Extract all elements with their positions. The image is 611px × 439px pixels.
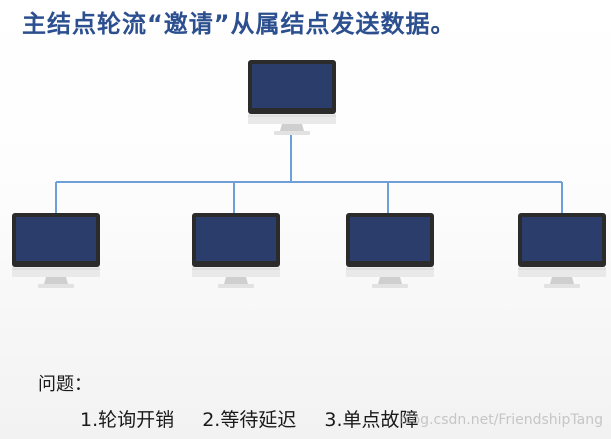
problem-item-waiting-latency: 2.等待延迟 [202,409,297,431]
problem-item-single-point-failure: 3.单点故障 [324,409,419,431]
master-node-monitor-icon [248,60,336,136]
slide-title: 主结点轮流“邀请”从属结点发送数据。 [22,10,456,38]
slave-node-4-monitor-icon [518,213,606,289]
problems-list: 1.轮询开销 2.等待延迟 3.单点故障 [80,405,441,432]
slave-node-1-monitor-icon [12,213,100,289]
problems-label: 问题： [38,374,92,395]
watermark: blog.csdn.net/FriendshipTang [398,412,603,428]
slave-node-3-monitor-icon [346,213,434,289]
slave-node-2-monitor-icon [192,213,280,289]
problem-item-polling-overhead: 1.轮询开销 [80,409,175,431]
